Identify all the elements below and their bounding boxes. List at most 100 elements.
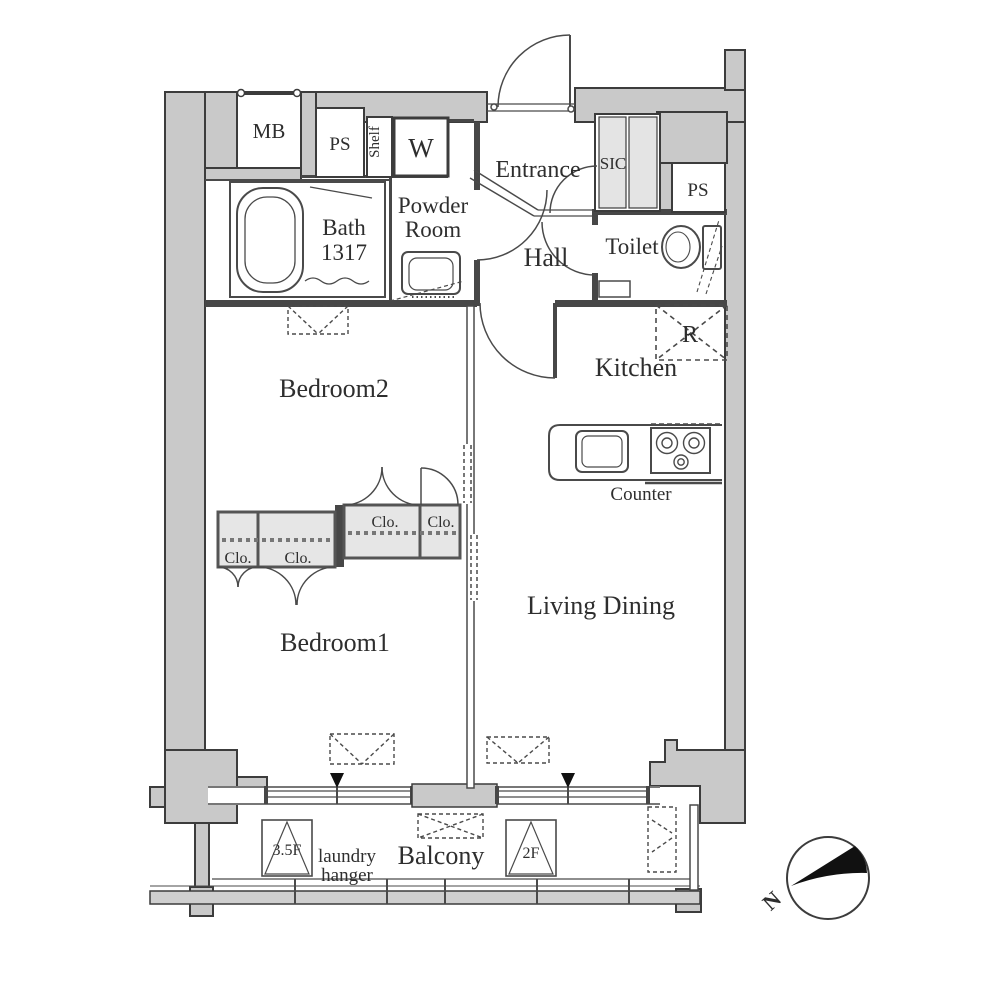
wall-under-mb	[204, 167, 302, 181]
door-hinge-dot	[567, 105, 575, 113]
wall-powder-top	[448, 119, 474, 122]
laundry-pan-dash	[389, 280, 465, 302]
label-closet-3: Clo.	[371, 514, 398, 531]
doors	[469, 34, 598, 379]
label-mb: MB	[253, 119, 286, 143]
pillar-arm-bottom	[194, 822, 210, 888]
ac-box-bedroom1	[329, 733, 395, 765]
outer-walls	[149, 49, 746, 917]
label-kitchen: Kitchen	[595, 353, 677, 382]
closet-door-arcs	[217, 466, 459, 606]
balcony-right-wall	[689, 804, 699, 891]
label-bedroom1: Bedroom1	[280, 628, 390, 657]
label-35f: 3.5F	[273, 842, 302, 859]
wall-hall-toilet-lower	[592, 273, 598, 306]
bath-wavy-line	[304, 277, 370, 285]
closet-block-bedroom1	[216, 510, 337, 569]
stove-burners	[655, 431, 706, 470]
hall-kitchen-door-leaf	[553, 303, 557, 378]
hall-kitchen-door-arc	[479, 302, 556, 379]
pipe-space-top	[315, 107, 365, 178]
toilet-dash-2	[705, 245, 723, 295]
pillar-arm-left	[149, 786, 166, 808]
label-powder-1: Powder	[398, 193, 469, 218]
label-powder-2: Room	[405, 217, 461, 242]
wall-above-ps	[656, 111, 728, 164]
sic-panel	[598, 116, 627, 209]
shelf-box	[366, 116, 393, 178]
label-bath-size: 1317	[321, 240, 367, 265]
wall-hall-bottom	[555, 300, 727, 307]
toilet-door-arc	[541, 221, 596, 276]
label-closet-1: Clo.	[224, 550, 251, 567]
label-laundry-1: laundry	[318, 846, 377, 867]
laundry-pole-35f	[261, 819, 313, 877]
window-marker-triangle-right	[561, 773, 575, 788]
wall-hall-toilet-upper	[592, 215, 598, 225]
label-bath: Bath	[322, 215, 366, 240]
label-closet-4: Clo.	[427, 514, 454, 531]
entrance-door-arc	[497, 34, 571, 108]
ac-box-bedroom2	[287, 305, 349, 335]
wall-joint-dot	[236, 88, 246, 98]
window-marker-triangle-left	[330, 773, 344, 788]
evacuation-hatch-balcony	[647, 806, 677, 873]
refrigerator-space	[655, 304, 728, 361]
meter-box	[236, 93, 302, 169]
window-sill-middle	[411, 783, 498, 808]
wall-bath-powder	[389, 177, 392, 302]
laundry-pole-2f	[505, 819, 557, 877]
sic-panel	[628, 116, 658, 209]
labels: MB PS Shelf W Bath 1317 Powder Room Entr…	[224, 119, 786, 915]
label-closet-2: Clo.	[284, 550, 311, 567]
label-toilet: Toilet	[605, 234, 659, 259]
label-entrance: Entrance	[495, 157, 580, 183]
balcony-railing	[149, 890, 701, 905]
kitchen-sink-inner	[581, 435, 623, 468]
label-bedroom2: Bedroom2	[279, 374, 389, 403]
toilet-bowl-inner	[665, 231, 691, 263]
door-hinge-dot	[490, 103, 498, 111]
wall-joint-dot	[292, 88, 302, 98]
toilet-fixture	[598, 219, 723, 298]
label-sic: SIC	[600, 154, 626, 173]
wall-right	[724, 121, 746, 753]
label-ps-top: PS	[329, 134, 350, 155]
bath-door-line	[309, 186, 373, 199]
ac-box-living	[486, 736, 550, 764]
toilet-shelf	[598, 280, 631, 298]
label-ps-right: PS	[687, 180, 708, 201]
label-fridge: R	[682, 322, 698, 348]
label-hall: Hall	[524, 243, 569, 272]
wall-between-closets	[335, 505, 344, 567]
compass-needle	[791, 846, 867, 886]
sic-closet	[594, 113, 661, 212]
wall-bathrow-bottom	[205, 300, 477, 307]
ac-boxes	[287, 305, 677, 873]
label-2f: 2F	[523, 845, 540, 862]
stove	[650, 427, 711, 474]
balcony-structure	[149, 804, 701, 905]
label-counter: Counter	[610, 484, 672, 505]
label-balcony: Balcony	[398, 841, 485, 870]
kitchen-counter	[548, 423, 722, 485]
wall-top-right-corner	[724, 49, 746, 91]
living-window	[495, 786, 650, 804]
ac-outdoor-unit-balcony	[417, 813, 484, 839]
closet-block-bedroom2	[342, 503, 462, 560]
pipe-space-right	[671, 162, 726, 213]
powder-room-sink	[389, 251, 465, 302]
label-north: N	[757, 886, 786, 915]
compass-icon	[786, 836, 870, 920]
closets	[216, 466, 462, 606]
washer-box	[392, 116, 450, 178]
sic-door-arc	[549, 165, 598, 214]
south-window-wall	[208, 773, 660, 808]
label-laundry-2: hanger	[321, 865, 373, 886]
service-boxes	[236, 88, 726, 213]
counter-outline	[548, 424, 722, 481]
wall-powder-hall-lower	[474, 260, 480, 306]
bathtub	[236, 187, 304, 293]
